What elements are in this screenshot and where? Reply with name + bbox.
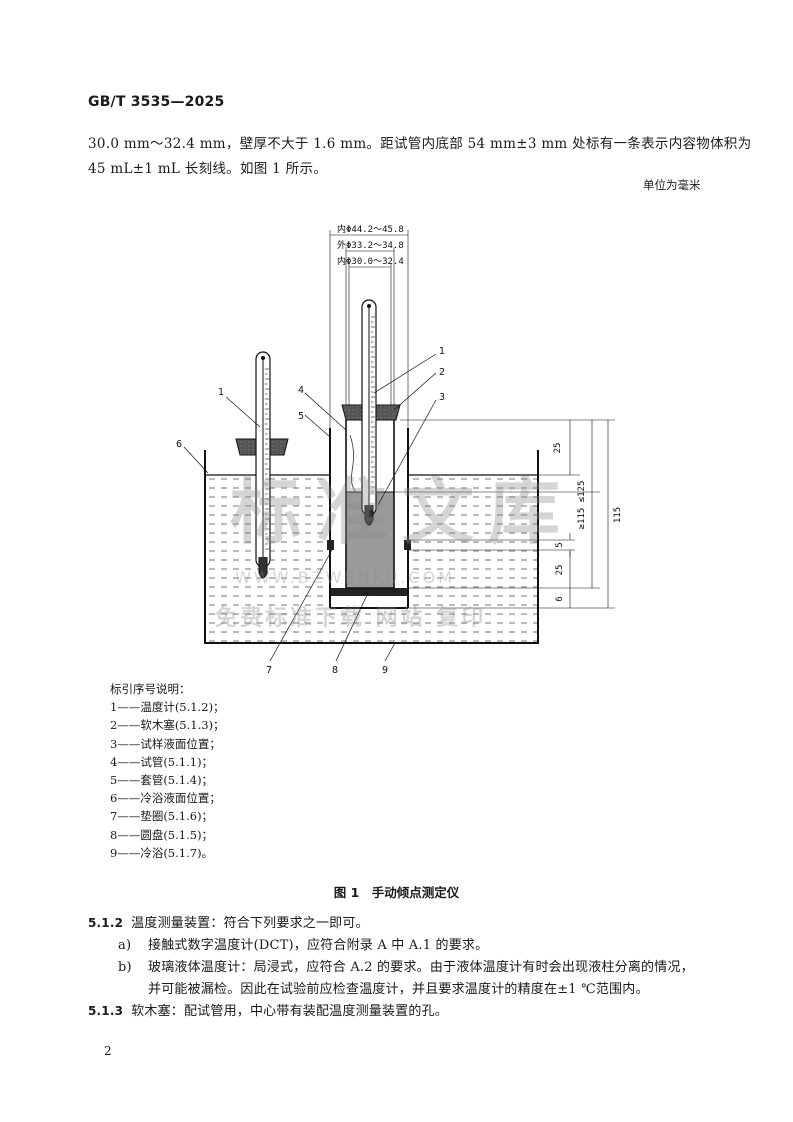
dim-25-bottom: 25 [555,565,565,576]
paragraph-line-2: 45 mL±1 mL 长刻线。如图 1 所示。 [88,161,328,177]
thermometer-in-tube [361,299,377,526]
list-marker: a) [118,938,132,953]
watermark-sub: 免费标准下载 网站 复印 [215,605,486,631]
clause-text: 温度测量装置：符合下列要求之一即可。 [131,916,369,931]
callouts [183,353,437,662]
clause-number: 5.1.3 [88,1004,124,1018]
legend-item: 6——冷浴液面位置； [110,791,221,806]
legend-item: 4——试管(5.1.1)； [110,754,214,769]
thermometer-in-bath [255,351,271,579]
list-text: 接触式数字温度计(DCT)，应符合附录 A 中 A.1 的要求。 [148,938,489,953]
legend-item: 3——试样液面位置； [110,736,221,751]
callout-4: 4 [298,385,304,396]
list-item-a: a) 接触式数字温度计(DCT)，应符合附录 A 中 A.1 的要求。 [118,934,488,953]
list-item-b: b) 玻璃液体温度计：局浸式，应符合 A.2 的要求。由于液体温度计有时会出现液柱… [118,956,694,975]
legend-item: 1——温度计(5.1.2)； [110,700,225,715]
dim-outer-tube: 外Φ33.2～34.8 [337,239,404,251]
legend-item: 9——冷浴(5.1.7)。 [110,845,214,860]
legend-item: 7——垫圈(5.1.6)； [110,809,214,824]
list-item-b-continued: 并可能被漏检。因此在试验前应检查温度计，并且要求温度计的精度在±1 ℃范围内。 [148,982,649,997]
dim-5: 5 [555,542,565,547]
top-dimensions: 内Φ44.2～45.8 外Φ33.2～34.8 内Φ30.0～32.4 [329,223,409,428]
dim-6: 6 [555,596,565,601]
callout-5: 5 [298,411,304,422]
clause-5-1-2: 5.1.2 温度测量装置：符合下列要求之一即可。 [88,912,369,931]
unit-note: 单位为毫米 [643,178,701,192]
figure-caption: 图 1 手动倾点测定仪 [333,885,460,900]
disc [331,588,407,596]
callout-2: 2 [439,367,445,378]
standard-code: GB/T 3535—2025 [88,94,225,110]
callout-1-left: 1 [218,387,224,398]
list-text: 玻璃液体温度计：局浸式，应符合 A.2 的要求。由于液体温度计有时会出现液柱分离… [148,960,694,975]
watermark-main: 标准文库 [230,470,574,554]
legend-item: 8——圆盘(5.1.5)； [110,827,214,842]
callout-3: 3 [439,392,445,403]
dim-25-top: 25 [553,443,563,454]
legend-title: 标引序号说明： [110,682,191,696]
callout-1-right: 1 [439,346,445,357]
list-marker: b) [118,960,132,975]
watermark: 标准文库 WWW.BZWENKU.COM 免费标准下载 网站 复印 [215,470,574,631]
gasket-left [327,540,334,550]
pour-point-apparatus-figure: 内Φ44.2～45.8 外Φ33.2～34.8 内Φ30.0～32.4 25 ≥… [160,205,640,676]
legend-item: 2——软木塞(5.1.3)； [110,718,225,733]
watermark-url: WWW.BZWENKU.COM [235,568,455,587]
clause-5-1-3: 5.1.3 软木塞：配试管用，中心带有装配温度测量装置的孔。 [88,1000,448,1019]
dim-115-125: ≥115 ≤125 [577,481,587,530]
callout-7: 7 [266,665,272,676]
clause-number: 5.1.2 [88,916,124,930]
dim-inner-tube: 内Φ30.0～32.4 [337,255,404,267]
callout-9: 9 [382,665,388,676]
right-dimensions: 25 ≥115 ≤125 115 5 25 6 [394,419,623,609]
gasket-right [404,540,411,550]
callout-6: 6 [176,439,182,450]
page-number: 2 [104,1044,112,1058]
dim-inner-jacket: 内Φ44.2～45.8 [337,223,404,235]
legend-item: 5——套管(5.1.4)； [110,773,214,788]
dim-115: 115 [613,507,623,523]
legend: 标引序号说明： 1——温度计(5.1.2)； 2——软木塞(5.1.3)； 3—… [110,680,225,862]
callout-8: 8 [332,665,338,676]
clause-text: 软木塞：配试管用，中心带有装配温度测量装置的孔。 [131,1004,448,1019]
paragraph-line-1: 30.0 mm～32.4 mm，壁厚不大于 1.6 mm。距试管内底部 54 m… [88,136,752,152]
apparatus-diagram: 内Φ44.2～45.8 外Φ33.2～34.8 内Φ30.0～32.4 25 ≥… [176,223,623,676]
